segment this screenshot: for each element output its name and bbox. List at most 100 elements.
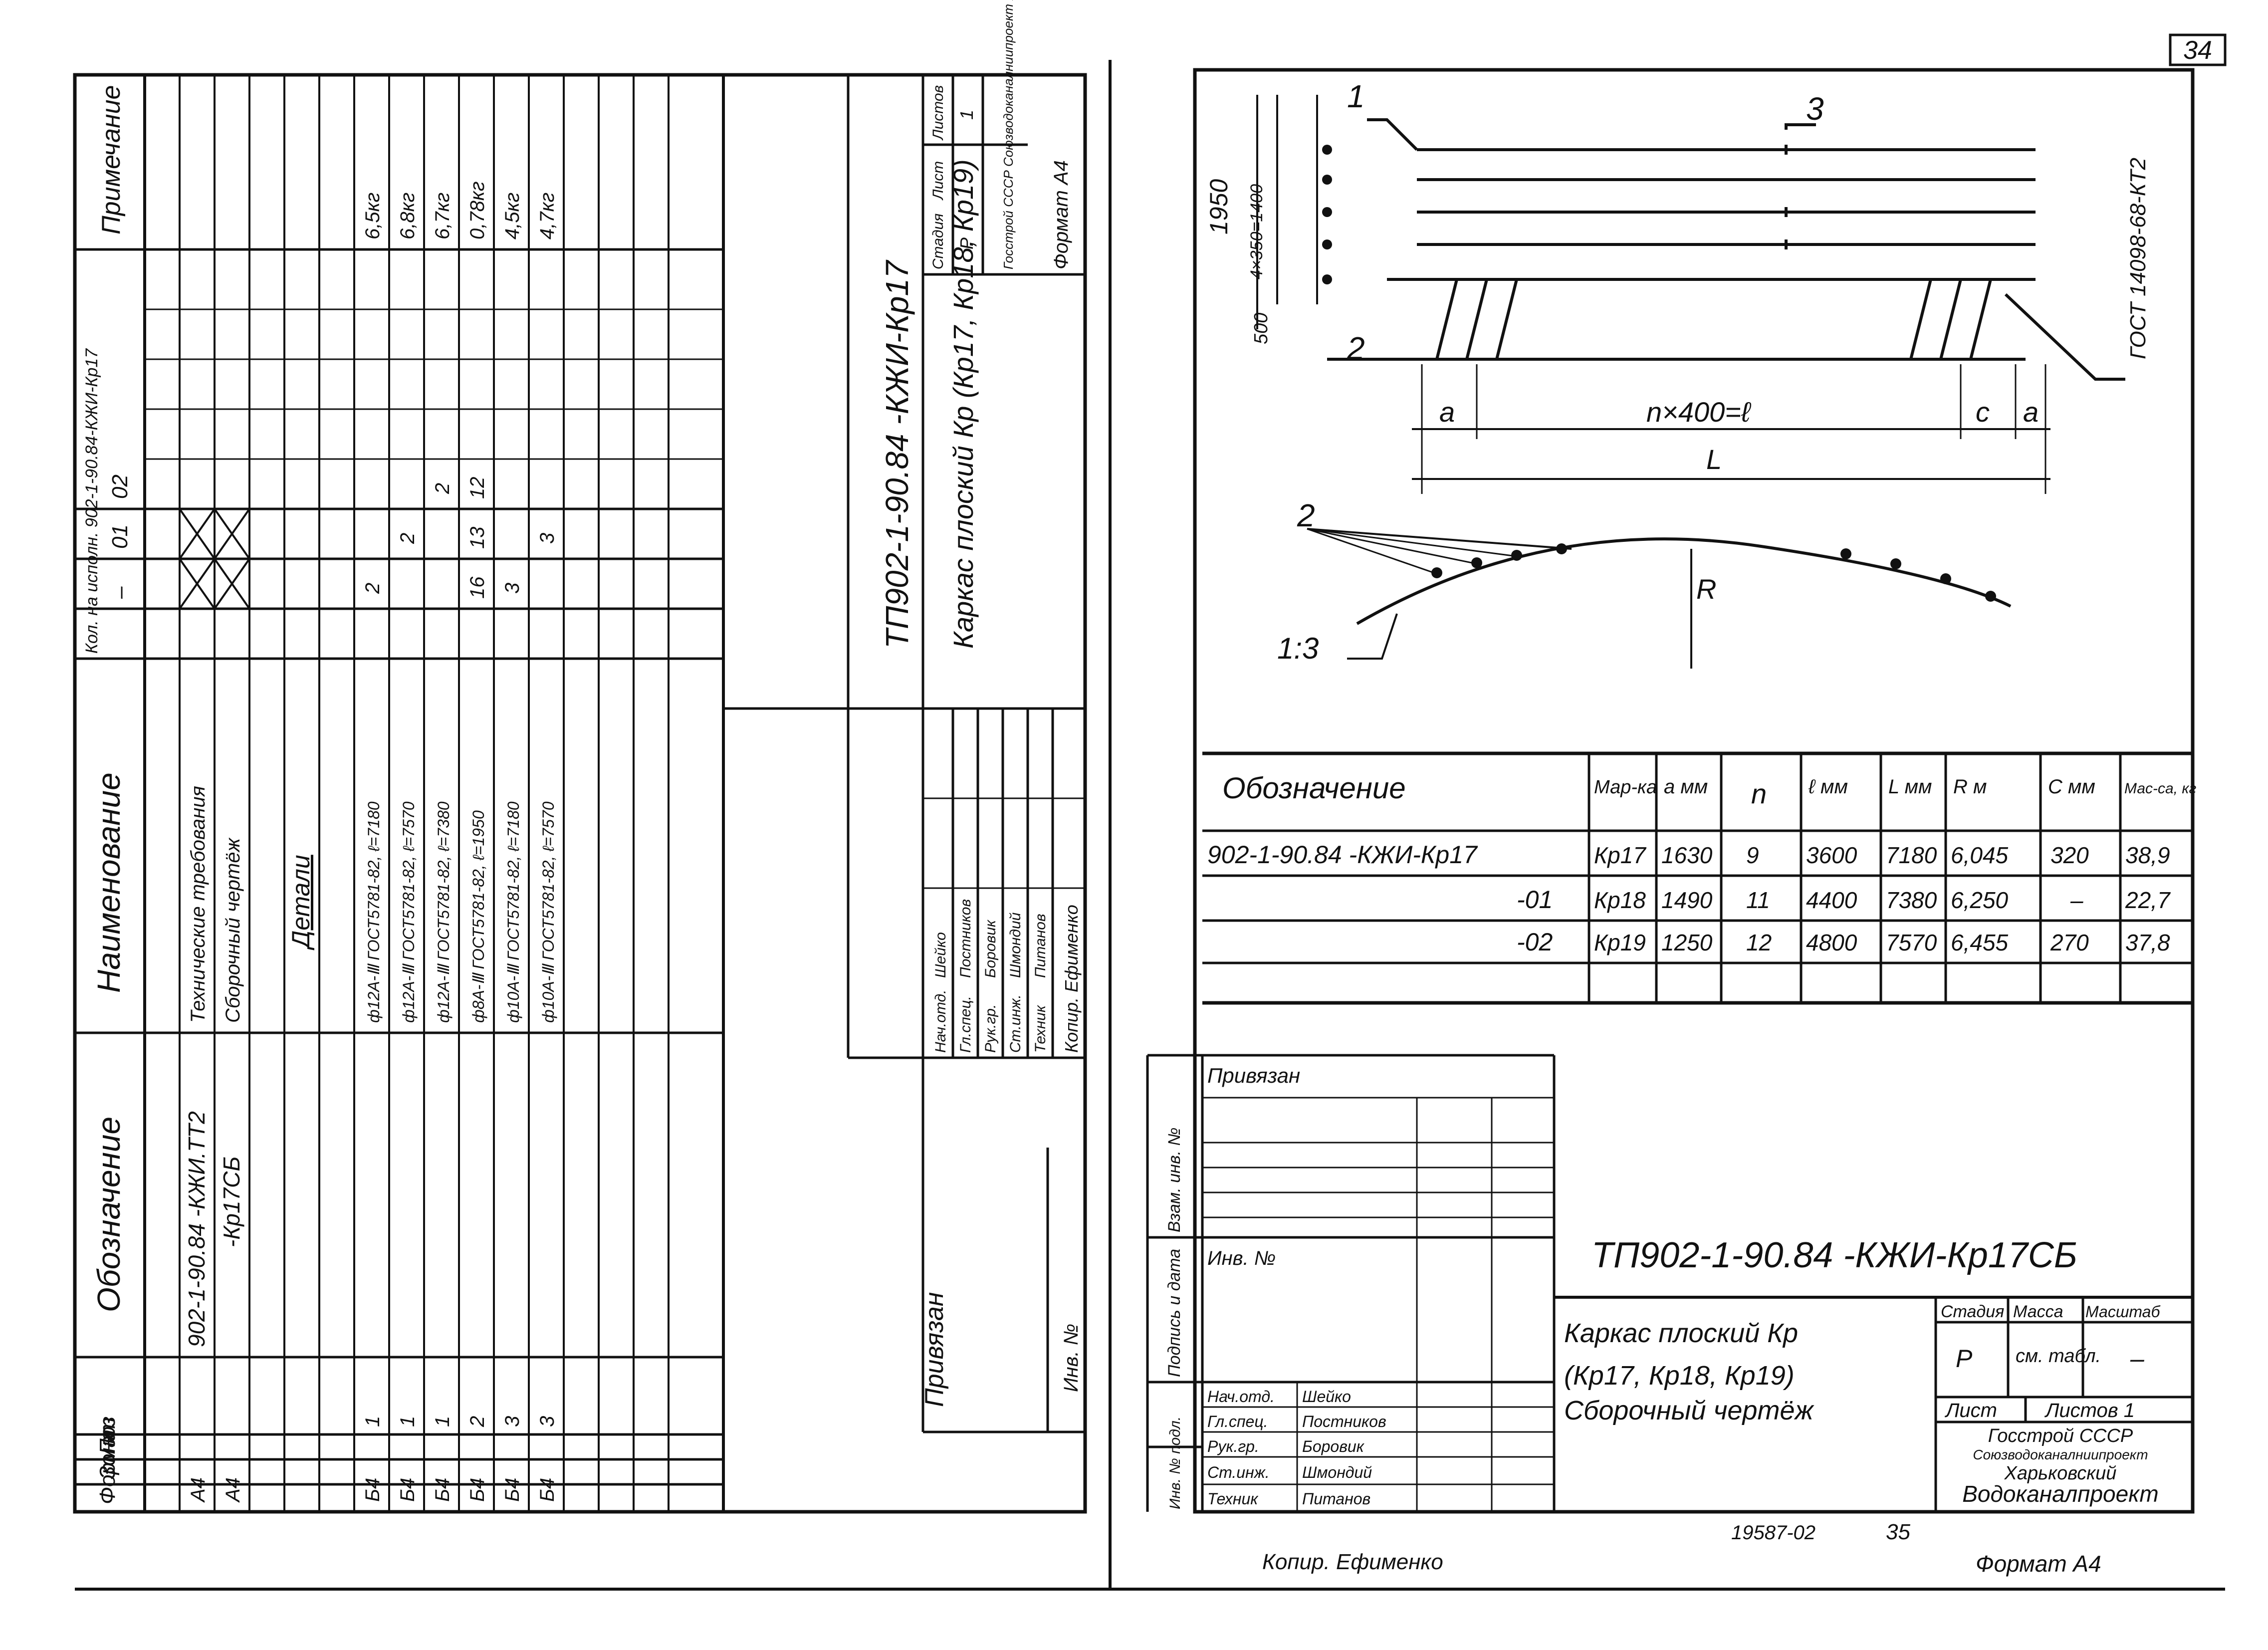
hdr-format: Формат	[95, 1417, 120, 1504]
tb-signer4-name: Питанов	[1302, 1490, 1370, 1508]
spec-stage: Р	[956, 237, 977, 249]
vt-r0-n: 9	[1746, 842, 1759, 868]
spec-signer0-name: Шейко	[932, 932, 949, 978]
vt-r2-designation: -02	[1517, 928, 1553, 956]
spec-sheets: 1	[956, 110, 977, 120]
row3-pos: 1	[362, 1416, 384, 1427]
spec-stage-hdr: Стадия	[930, 214, 946, 269]
page-number: 34	[2183, 36, 2212, 65]
row0-format: А4	[187, 1477, 209, 1503]
vt-hdr-a: a мм	[1664, 776, 1708, 798]
label-bottom-step: 500	[1251, 313, 1272, 344]
vt-hdr-l: ℓ мм	[1808, 776, 1848, 798]
vt-r2-a: 1250	[1661, 930, 1713, 955]
spec-sheets-hdr: Листов	[930, 85, 946, 141]
row6-q2: 13	[466, 527, 488, 549]
tb-signer2-name: Боровик	[1302, 1437, 1365, 1455]
vt-r1-c: –	[2070, 887, 2083, 913]
label-pos3: 3	[1806, 91, 1824, 127]
spec-frame	[73, 73, 1087, 1514]
tb-scale-hdr: Масштаб	[2085, 1303, 2160, 1321]
vt-r1-l: 4400	[1806, 887, 1857, 913]
vt-r1-n: 11	[1746, 887, 1770, 913]
tb-title-1: Каркас плоский Кр	[1564, 1318, 1798, 1348]
vt-hdr-mass: Мас-са, кг	[2124, 780, 2197, 797]
spec-code: ТП902-1-90.84 -КЖИ-Кр17	[879, 259, 915, 649]
spec-signer2-role: Рук.гр.	[982, 1004, 999, 1053]
row8-q2: 3	[536, 533, 558, 544]
vt-r2-R: 6,455	[1951, 930, 2009, 955]
label-dim-a2: a	[2023, 396, 2039, 428]
footer-page: 35	[1886, 1520, 1910, 1544]
spec-row-lines	[143, 75, 725, 1512]
footer: 19587-02 35 Копир. Ефименко Формат А4	[1262, 1520, 2101, 1577]
spec-x-marks	[179, 508, 250, 610]
tb-org-3: Харьковский	[2004, 1463, 2117, 1484]
spec-signer4-role: Техник	[1032, 1004, 1049, 1053]
hdr-zone: Зона	[95, 1429, 120, 1479]
vt-r0-designation: 902-1-90.84 -КЖИ-Кр17	[1207, 841, 1478, 869]
row6-note: 0,78кг	[466, 182, 488, 239]
tb-stage: Р	[1956, 1345, 1973, 1373]
label-dim-c: c	[1976, 396, 1990, 428]
hdr-designation: Обозначение	[91, 1117, 127, 1312]
spec-signer0-role: Нач.отд.	[932, 990, 949, 1053]
spec-signer4-name: Питанов	[1032, 914, 1049, 978]
spec-column-lines	[73, 248, 723, 1486]
row7-name: ф10А-Ⅲ ГОСТ5781-82, ℓ=7180	[504, 801, 522, 1023]
row6-format: Б4	[466, 1478, 488, 1502]
vt-r2-L: 7570	[1886, 930, 1937, 955]
label-height-total: 1950	[1205, 179, 1233, 235]
main-title-block: ТП902-1-90.84 -КЖИ-Кр17СБ Каркас плоский…	[1554, 1235, 2193, 1512]
row6-pos: 2	[466, 1416, 488, 1427]
spec-title-block: ТП902-1-90.84 -КЖИ-Кр17 Каркас плоский К…	[723, 0, 1085, 1433]
hdr-pos: Поз	[95, 1416, 120, 1454]
hdr-var-2: 02	[108, 474, 132, 499]
tb-sheets-hdr: Листов 1	[2044, 1400, 2135, 1421]
label-gost: ГОСТ 14098-68-КТ2	[2126, 158, 2150, 359]
spec-signer1-role: Гл.спец.	[957, 996, 974, 1053]
plan-dots	[1431, 543, 1996, 602]
spec-inv: Инв. №	[1060, 1324, 1082, 1392]
row7-note: 4,5кг	[501, 193, 523, 239]
row3-name: ф12А-Ⅲ ГОСТ5781-82, ℓ=7180	[365, 801, 383, 1023]
side-label-1: Подпись и дата	[1165, 1249, 1184, 1377]
tb-org-1: Госстрой СССР	[1988, 1425, 2133, 1446]
hdr-var-1: 01	[108, 524, 132, 549]
tb-title-2: (Кр17, Кр18, Кр19)	[1564, 1361, 1795, 1391]
vt-r1-mark: Кр18	[1594, 887, 1646, 913]
row8-pos: 3	[536, 1416, 558, 1427]
row6-q3: 12	[466, 477, 488, 499]
tb-signer1-name: Постников	[1302, 1413, 1386, 1430]
row3-format: Б4	[362, 1478, 384, 1502]
spec-signer3-name: Шмондий	[1007, 912, 1024, 978]
row4-note: 6,8кг	[397, 193, 419, 239]
row1-name: Сборочный чертёж	[222, 837, 244, 1023]
frame-labels: 1 3 2 1950 4×350=1400 500 a n×400=ℓ c a …	[1205, 78, 2150, 475]
side-label-0: Взам. инв. №	[1165, 1128, 1184, 1232]
tb-stage-hdr: Стадия	[1941, 1302, 2004, 1321]
side-bound: Привязан	[1207, 1064, 1300, 1087]
tb-title-3: Сборочный чертёж	[1564, 1396, 1815, 1425]
tb-signer0-role: Нач.отд.	[1207, 1388, 1275, 1406]
vt-r2-l: 4800	[1806, 930, 1857, 955]
row0-designation: 902-1-90.84 -КЖИ.ТТ2	[184, 1111, 210, 1347]
row4-name: ф12А-Ⅲ ГОСТ5781-82, ℓ=7570	[400, 801, 418, 1023]
spec-headers: Формат Зона Поз Обозначение Наименование…	[82, 85, 132, 1504]
row1-designation: -Кр17СБ	[219, 1157, 244, 1247]
row7-pos: 3	[501, 1416, 523, 1427]
vt-hdr-R: R м	[1953, 776, 1987, 798]
row4-q2: 2	[397, 533, 419, 544]
plan-labels: 2 R 1:3	[1277, 497, 1716, 665]
vt-r0-mark: Кр17	[1594, 842, 1646, 868]
vt-r0-mass: 38,9	[2125, 842, 2170, 868]
hdr-name: Наименование	[91, 772, 127, 993]
side-label-2: Инв. № подл.	[1167, 1416, 1183, 1509]
vt-r2-n: 12	[1746, 930, 1772, 955]
vt-hdr-n: n	[1751, 778, 1767, 809]
footer-format: Формат А4	[1976, 1551, 2101, 1577]
tb-signer3-role: Ст.инж.	[1207, 1463, 1270, 1481]
vt-r2-mark: Кр19	[1594, 930, 1646, 955]
tb-code: ТП902-1-90.84 -КЖИ-Кр17СБ	[1591, 1235, 2077, 1275]
row5-format: Б4	[432, 1478, 454, 1502]
